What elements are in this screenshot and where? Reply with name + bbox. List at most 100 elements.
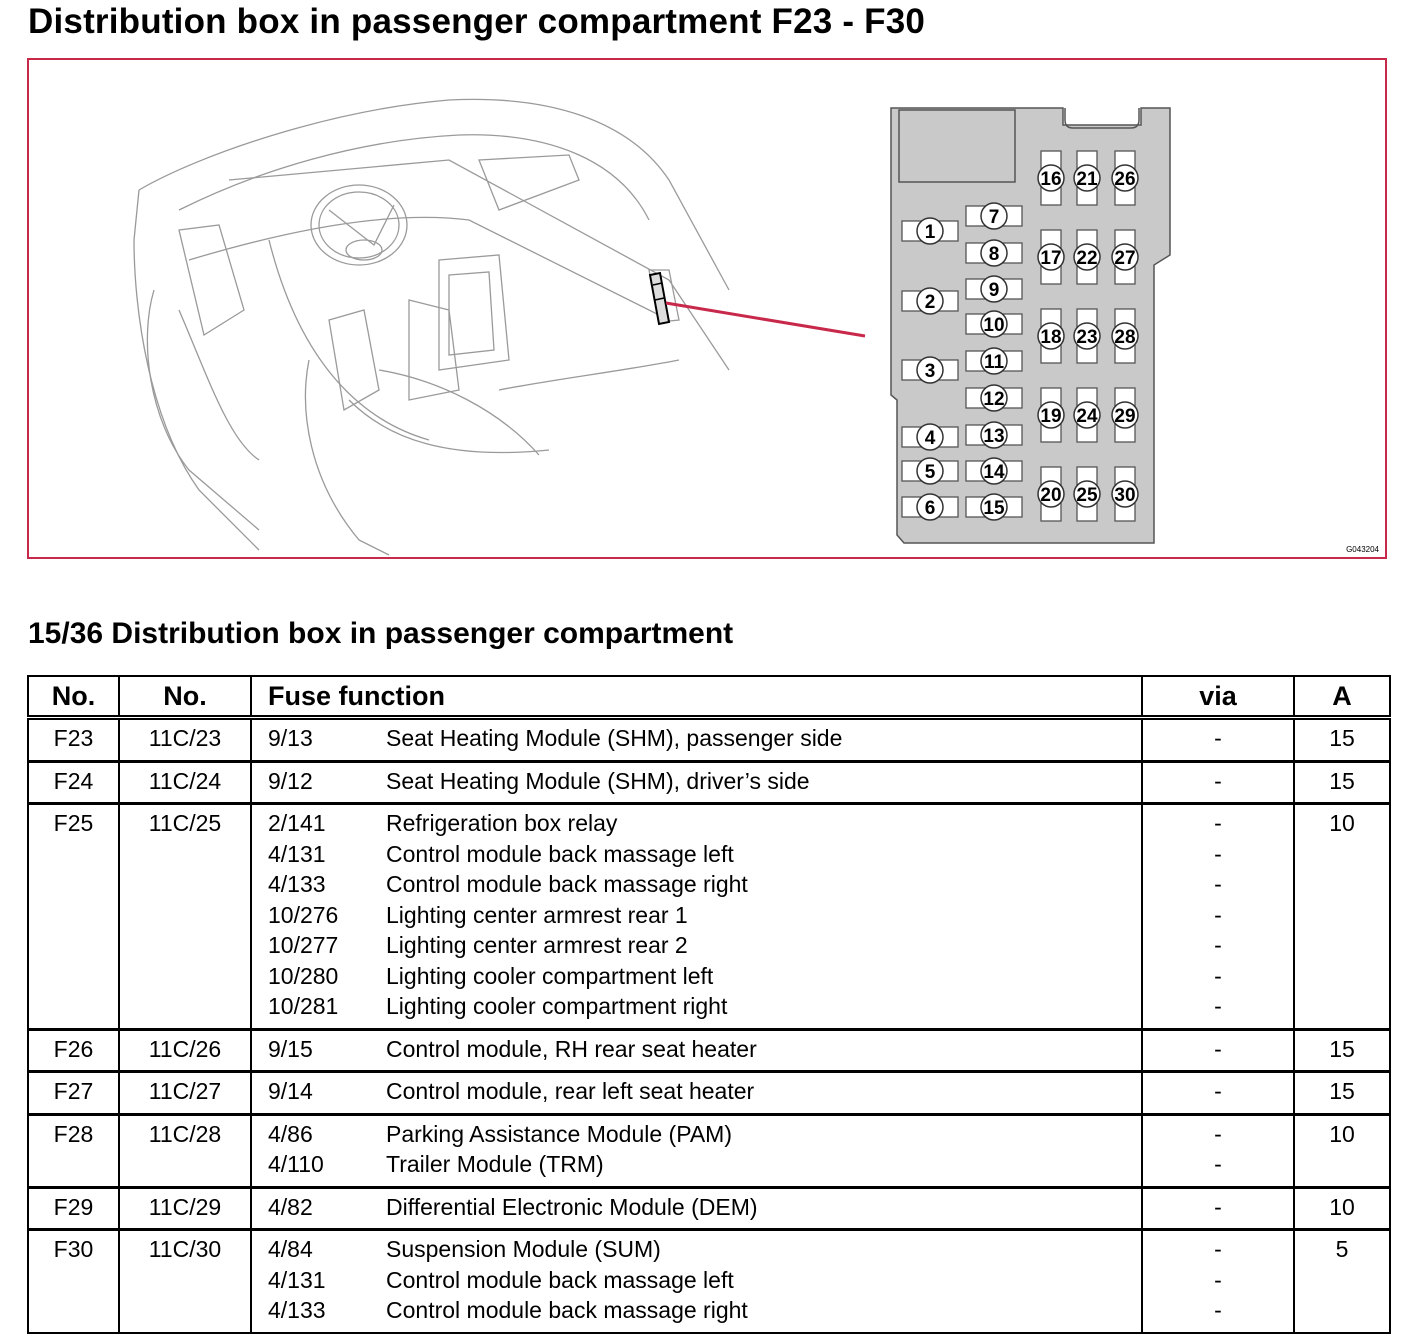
component-code: 10/277 [268, 932, 339, 958]
via-value: - [1214, 1266, 1222, 1293]
fuse-position-cell: 11C/23 [118, 717, 252, 763]
fuse-position-cell: 11C/29 [118, 1187, 252, 1231]
component-description: Seat Heating Module (SHM), driver’s side [386, 767, 810, 794]
header-fuse-function: Fuse function [250, 675, 1143, 720]
fuse-number-label: 30 [1114, 485, 1135, 506]
fuse-position-cell: 11C/30 [118, 1229, 252, 1334]
component-code: 9/13 [268, 725, 313, 751]
fuse-number-label: 11 [984, 352, 1005, 373]
fuse-slot: 24 [1073, 387, 1101, 443]
fuse-number-cell: F29 [27, 1187, 120, 1231]
table-header-row: No. No. Fuse function via A [27, 675, 1391, 720]
fuse-slot: 17 [1037, 229, 1065, 285]
fuse-slot: 28 [1111, 308, 1139, 364]
fuse-slot: 12 [965, 384, 1023, 412]
fuse-number-cell: F23 [27, 717, 120, 763]
via-cell: --- [1141, 1229, 1295, 1334]
fuse-number-label: 3 [925, 361, 936, 382]
fuse-slot: 18 [1037, 308, 1065, 364]
component-code: 9/15 [268, 1035, 313, 1062]
fuse-number-label: 27 [1114, 248, 1135, 269]
fuse-number-label: 19 [1040, 406, 1061, 427]
fuse-number-cell: F27 [27, 1071, 120, 1116]
function-line: 4/110 Trailer Module (TRM) [252, 1149, 1141, 1180]
component-description: Control module back massage left [386, 840, 734, 867]
fuse-number-label: 14 [983, 462, 1005, 483]
fuse-number-label: 15 [983, 498, 1005, 519]
fuse-slot: 20 [1037, 466, 1065, 522]
via-value: - [1214, 1193, 1222, 1220]
component-description: Lighting cooler compartment right [386, 993, 728, 1019]
component-description: Control module back massage right [386, 871, 748, 897]
via-value: - [1214, 725, 1222, 751]
via-value: - [1214, 1035, 1222, 1062]
fuse-position-cell: 11C/26 [118, 1029, 252, 1073]
component-code: 4/131 [268, 1266, 326, 1293]
car-interior-illustration [133, 98, 730, 556]
image-code: G043204 [1346, 545, 1379, 554]
component-description: Control module back massage right [386, 1297, 748, 1323]
via-cell: - [1141, 717, 1295, 763]
component-description: Differential Electronic Module (DEM) [386, 1193, 758, 1220]
fuse-slot: 13 [965, 421, 1023, 449]
fuse-slot: 11 [965, 347, 1023, 375]
fuse-slot: 19 [1037, 387, 1065, 443]
function-line: 9/13 Seat Heating Module (SHM), passenger… [252, 723, 1141, 754]
fuse-number-label: 16 [1040, 169, 1061, 190]
via-cell: - [1141, 1029, 1295, 1073]
fuse-number-label: 6 [925, 498, 936, 519]
component-description: Lighting center armrest rear 1 [386, 901, 688, 928]
fuse-number-label: 22 [1076, 248, 1097, 269]
via-value: - [1214, 932, 1222, 958]
header-amperage: A [1293, 675, 1391, 720]
via-value: - [1214, 840, 1222, 867]
fuse-number-cell: F30 [27, 1229, 120, 1334]
component-description: Seat Heating Module (SHM), passenger sid… [386, 725, 843, 751]
fuse-slot: 3 [901, 356, 959, 384]
fuse-slot: 22 [1073, 229, 1101, 285]
fuse-position-cell: 11C/25 [118, 803, 252, 1031]
fuse-slot: 26 [1111, 150, 1139, 206]
fuse-slot: 15 [965, 493, 1023, 521]
fuse-number-cell: F26 [27, 1029, 120, 1073]
via-cell: - [1141, 761, 1295, 805]
component-description: Control module, RH rear seat heater [386, 1035, 757, 1062]
via-value: - [1214, 901, 1222, 928]
via-value: - [1214, 1078, 1222, 1104]
fuse-number-label: 21 [1076, 169, 1098, 190]
via-value: - [1214, 1120, 1222, 1147]
fuse-slot: 1 [901, 217, 959, 245]
fuse-number-label: 7 [989, 207, 1000, 228]
fuse-number-label: 18 [1040, 327, 1061, 348]
component-code: 9/14 [268, 1078, 313, 1104]
component-code: 10/281 [268, 993, 339, 1019]
component-description: Trailer Module (TRM) [386, 1151, 604, 1177]
component-description: Lighting center armrest rear 2 [386, 932, 688, 958]
section-title: 15/36 Distribution box in passenger comp… [28, 617, 734, 650]
component-code: 4/133 [268, 1297, 326, 1323]
component-code: 4/110 [268, 1151, 324, 1177]
via-cell: ------- [1141, 803, 1295, 1031]
amperage-cell: 10 [1293, 803, 1391, 1031]
fuse-slot: 9 [965, 275, 1023, 303]
fuse-position-cell: 11C/24 [118, 761, 252, 805]
component-code: 4/131 [268, 840, 326, 867]
component-description: Refrigeration box relay [386, 810, 618, 836]
